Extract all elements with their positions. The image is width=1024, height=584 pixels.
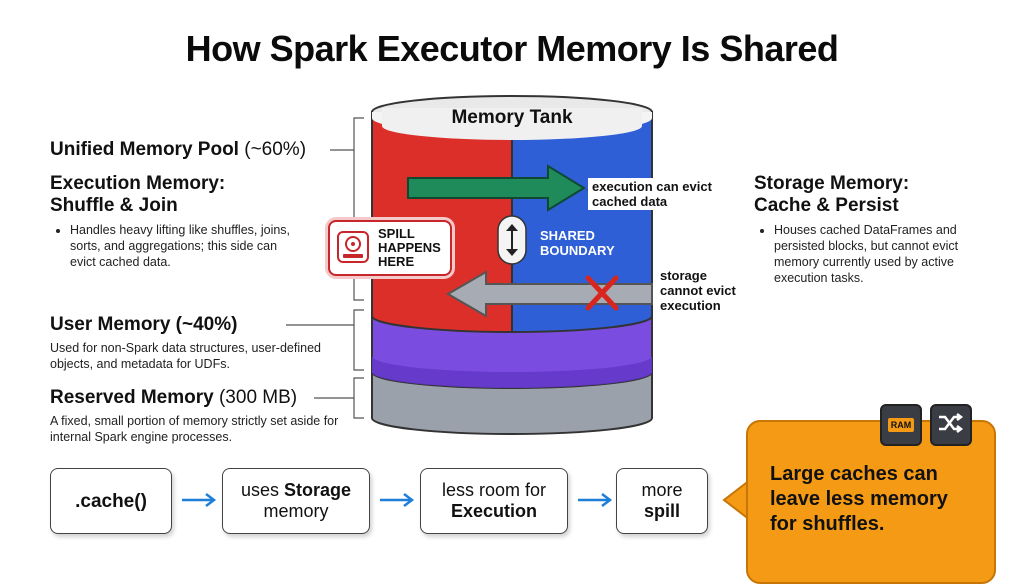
no-evict-line1: storage	[660, 268, 707, 283]
reserved-memory-description: A fixed, small portion of memory strictl…	[50, 414, 339, 444]
flow-step-spill: more spill	[616, 468, 708, 534]
flow-arrow-icon	[182, 493, 217, 507]
flow-step-execution: less room for Execution	[420, 468, 568, 534]
spill-line2: HAPPENS	[378, 240, 441, 255]
spill-line3: HERE	[378, 254, 415, 269]
callout-text: Large caches can leave less memory for s…	[770, 463, 948, 535]
spill-line1: SPILL	[378, 226, 415, 241]
execution-title-line1: Execution Memory:	[50, 173, 226, 194]
tank-title: Memory Tank	[451, 107, 573, 128]
spill-text: SPILL HAPPENS HERE	[378, 227, 448, 269]
storage-desc-text: Houses cached DataFrames and persisted b…	[774, 222, 990, 286]
reserved-memory-size: (300 MB)	[213, 387, 298, 408]
execution-heading: Execution Memory: Shuffle & Join	[50, 173, 225, 217]
ram-chip-label: RAM	[888, 418, 914, 432]
execution-description: Handles heavy lifting like shuffles, joi…	[54, 222, 304, 270]
unified-pool-title: Unified Memory Pool	[50, 139, 239, 160]
no-evict-line3: execution	[660, 298, 721, 313]
evict-label-line2: cached data	[592, 194, 668, 209]
flow-arrow-icon	[578, 493, 613, 507]
storage-description: Houses cached DataFrames and persisted b…	[758, 222, 990, 286]
storage-heading: Storage Memory: Cache & Persist	[754, 173, 909, 217]
flow-step-cache: .cache()	[50, 468, 172, 534]
flow-step-execution-bold: Execution	[450, 501, 538, 521]
shared-boundary-line2: BOUNDARY	[540, 243, 615, 258]
unified-pool-share: (~60%)	[238, 139, 307, 160]
cross-icon	[585, 275, 619, 311]
shared-boundary-line1: SHARED	[540, 228, 595, 243]
flow-step-storage: uses Storage memory	[222, 468, 370, 534]
flow-step-storage-bold: Storage	[284, 480, 352, 500]
shuffle-icon	[930, 404, 972, 446]
evict-arrow-icon	[407, 164, 586, 212]
shared-boundary-label: SHARED BOUNDARY	[540, 228, 615, 258]
no-evict-line2: cannot evict	[660, 283, 736, 298]
flow-step-storage-pre: uses	[240, 480, 284, 500]
user-memory-heading: User Memory (~40%)	[50, 314, 238, 335]
execution-desc-text: Handles heavy lifting like shuffles, joi…	[70, 222, 304, 270]
no-evict-label: storage cannot evict execution	[660, 268, 736, 313]
evict-label-line1: execution can evict	[592, 179, 712, 194]
disk-icon	[337, 231, 369, 263]
page-title: How Spark Executor Memory Is Shared	[185, 28, 839, 69]
storage-title-line2: Cache & Persist	[754, 195, 899, 216]
flow-step-execution-pre: less room for	[441, 480, 547, 500]
callout-box	[746, 420, 996, 584]
storage-title-line1: Storage Memory:	[754, 173, 910, 194]
evict-label: execution can evict cached data	[588, 178, 716, 210]
no-evict-arrow-icon	[446, 270, 653, 318]
execution-title-line2: Shuffle & Join	[50, 195, 178, 216]
reserved-memory-heading: Reserved Memory (300 MB)	[50, 387, 297, 409]
flow-step-spill-pre: more	[641, 480, 683, 500]
flow-step-storage-post: memory	[263, 501, 329, 521]
reserved-memory-title: Reserved Memory	[50, 387, 214, 408]
flow-arrow-icon	[380, 493, 415, 507]
flow-step-spill-bold: spill	[643, 501, 680, 521]
ram-chip-icon: RAM	[880, 404, 922, 446]
unified-pool-heading: Unified Memory Pool (~60%)	[50, 139, 306, 161]
user-memory-description: Used for non-Spark data structures, user…	[50, 341, 321, 371]
